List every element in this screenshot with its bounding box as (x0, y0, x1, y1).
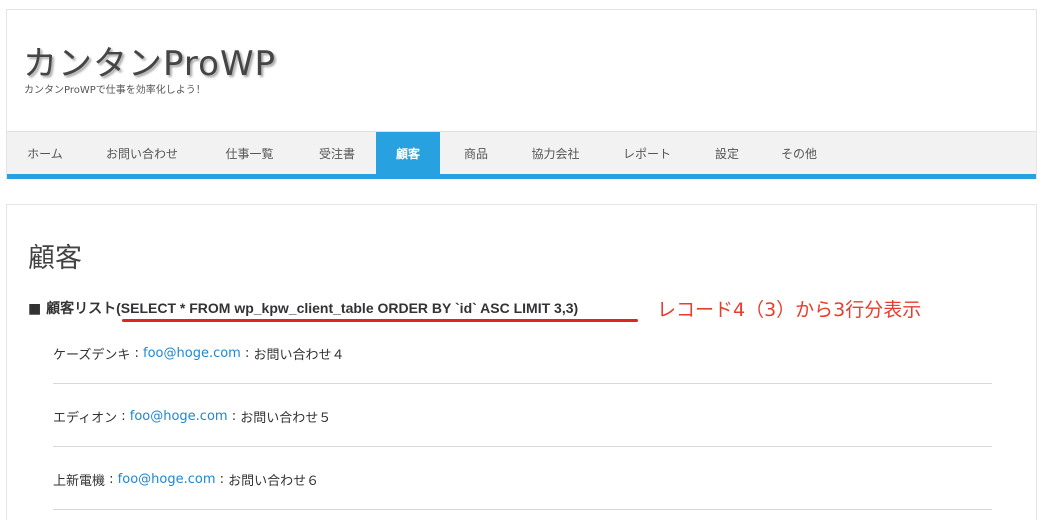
client-subject: お問い合わせ６ (228, 473, 320, 489)
client-name: 上新電機 (53, 473, 106, 489)
client-name: ケーズデンキ (53, 347, 131, 363)
nav-item-contact[interactable]: お問い合わせ (105, 147, 178, 161)
client-email-link[interactable]: foo@hoge.com (129, 408, 228, 424)
list-heading-sql: (SELECT * FROM wp_kpw_client_table ORDER… (116, 300, 579, 316)
nav-item-jobs[interactable]: 仕事一覧 (225, 147, 274, 161)
client-list: ケーズデンキ : foo@hoge.com : お問い合わせ４ エディオン : … (53, 321, 992, 510)
client-email-link[interactable]: foo@hoge.com (143, 345, 241, 361)
nav-item-clients[interactable]: 顧客 (376, 132, 440, 175)
client-name: エディオン (53, 410, 118, 426)
nav-accent-bar (7, 174, 1036, 179)
nav-item-home[interactable]: ホーム (27, 147, 63, 161)
main-content: 顧客 ■ 顧客リスト(SELECT * FROM wp_kpw_client_t… (6, 204, 1037, 520)
annotation-text: レコード4（3）から3行分表示 (657, 299, 922, 321)
client-subject: お問い合わせ４ (253, 347, 345, 363)
nav-item-products[interactable]: 商品 (463, 147, 488, 161)
page-title: 顧客 (28, 243, 82, 274)
client-email-link[interactable]: foo@hoge.com (117, 471, 216, 487)
nav-item-partners[interactable]: 協力会社 (531, 147, 580, 161)
list-item: 上新電機 : foo@hoge.com : お問い合わせ６ (53, 447, 992, 510)
nav-item-report[interactable]: レポート (622, 147, 671, 161)
site-tagline: カンタンProWPで仕事を効率化しよう！ (24, 85, 206, 96)
nav-item-other[interactable]: その他 (780, 147, 817, 161)
list-heading-prefix: ■ 顧客リスト (28, 301, 117, 317)
nav-item-orders[interactable]: 受注書 (318, 147, 355, 161)
client-list-heading: ■ 顧客リスト(SELECT * FROM wp_kpw_client_tabl… (28, 298, 578, 318)
site-title[interactable]: カンタンProWP (23, 44, 277, 84)
site-header: カンタンProWP カンタンProWPで仕事を効率化しよう！ ホーム お問い合わ… (6, 9, 1037, 179)
client-subject: お問い合わせ５ (240, 410, 332, 426)
list-item: エディオン : foo@hoge.com : お問い合わせ５ (53, 384, 992, 447)
list-item: ケーズデンキ : foo@hoge.com : お問い合わせ４ (53, 321, 992, 384)
main-nav: ホーム お問い合わせ 仕事一覧 受注書 顧客 商品 協力会社 レポート 設定 そ… (7, 131, 1036, 175)
annotation-underline (122, 319, 638, 322)
nav-item-settings[interactable]: 設定 (714, 147, 739, 161)
